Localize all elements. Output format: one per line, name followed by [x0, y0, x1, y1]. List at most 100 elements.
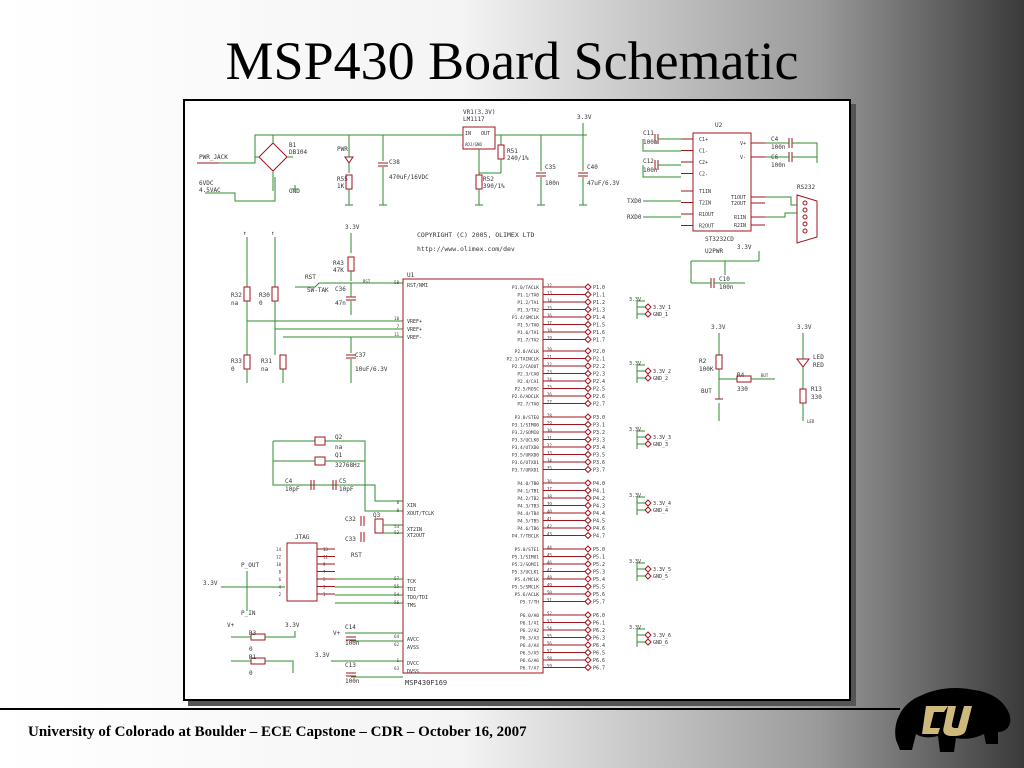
c32-label: C32	[345, 516, 356, 523]
rs232-connector	[796, 194, 818, 244]
mcu-pin-label: AVCC	[407, 637, 419, 643]
mcu-port-pin-num: 20	[547, 347, 552, 352]
net-flag	[644, 572, 652, 580]
vr1-pin-label: IN	[465, 131, 471, 137]
net-flag	[584, 450, 592, 459]
mcu-pin-num: 52	[394, 530, 399, 535]
mcu-pin-label: XOUT/TCLK	[407, 511, 434, 517]
led-diode	[796, 358, 810, 368]
but-label: BUT	[701, 388, 712, 395]
mcu-pin-num: 53	[394, 524, 399, 529]
mcu-port-pin-num: 15	[547, 306, 552, 311]
vr1-pin-label: OUT	[481, 131, 490, 137]
bridge-rectifier	[258, 142, 288, 172]
jtag-label: JTAG	[295, 534, 310, 541]
mcu-port-pin-label: P2.3/CA0	[517, 372, 539, 378]
mcu-part-label: MSP430F169	[405, 679, 447, 687]
port-net-label: P2.0	[593, 349, 605, 355]
net-flag	[644, 367, 652, 375]
wire	[295, 282, 351, 288]
mcu-port-pin-num: 37	[547, 487, 552, 492]
wire	[265, 631, 296, 638]
mcu-port-pin-label: P6.2/A2	[520, 628, 539, 634]
u2-pin-label: T2OUT	[731, 201, 746, 207]
but-net-label: BUT	[761, 373, 769, 378]
q3-crystal	[374, 518, 384, 534]
mcu-port-pin-num: 17	[547, 321, 552, 326]
net-flag	[584, 313, 592, 321]
c11-value: 100n	[643, 139, 658, 146]
vcc-label-3: 3.3V	[315, 652, 330, 659]
jtag-pin-num: 10	[276, 562, 281, 567]
r55-label: R55	[337, 176, 348, 183]
c10-label: C10	[719, 276, 730, 283]
port-net-label: P6.2	[593, 628, 605, 634]
url-text: http://www.olimex.com/dev	[417, 245, 515, 253]
net-flag	[644, 310, 652, 318]
mcu-port-pin-label: P2.7/TA0	[517, 402, 539, 408]
jtag-vcc-label: 3.3V	[203, 580, 218, 587]
mcu-port-pin-num: 43	[547, 532, 552, 537]
wire	[642, 139, 681, 152]
q2-crystal	[314, 436, 326, 446]
port-hdr-vcc: 3.3V	[629, 361, 641, 367]
mcu-port-pin-label: P2.5/ROSC	[515, 387, 540, 393]
c37-value: 10uF/6.3V	[355, 366, 388, 373]
port-net-label: P2.1	[593, 357, 605, 363]
mcu-port-pin-label: P1.5/TA0	[517, 323, 539, 329]
net-flag	[584, 362, 592, 370]
rs232-pin	[802, 221, 808, 227]
mcu-port-pin-label: P2.1/TAINCLK	[506, 357, 539, 363]
pwr-led	[344, 156, 354, 164]
c12-label: C12	[643, 158, 654, 165]
net-flag	[584, 458, 592, 466]
c10-value: 100n	[719, 284, 734, 291]
port-net-label: P2.5	[593, 387, 605, 393]
r52-resistor	[475, 174, 483, 190]
port-net-label: P4.5	[593, 519, 605, 525]
footer-divider	[0, 708, 900, 710]
mcu-pin-num: 9	[397, 508, 400, 513]
mcu-port-pin-label: P2.4/CA1	[517, 379, 539, 385]
c6-value: 100n	[771, 162, 786, 169]
c4x-value: 10pF	[285, 486, 300, 493]
mcu-port-pin-num: 55	[547, 634, 552, 639]
u2-pin-label: V+	[740, 141, 746, 147]
c40-label: C40	[587, 164, 598, 171]
r13-resistor	[799, 388, 807, 404]
net-flag	[584, 377, 592, 385]
port-hdr-label: 3.3V_5	[653, 567, 671, 573]
mcu-pin-num: 7	[397, 324, 400, 329]
c13-value: 100n	[345, 678, 360, 685]
port-hdr-label: GND_4	[653, 508, 668, 514]
mcu-port-pin-label: P2.0/ACLK	[515, 349, 540, 355]
gnd-label: GND	[289, 188, 300, 195]
net-flag	[584, 298, 592, 306]
net-flag	[584, 320, 592, 329]
net-flag	[584, 335, 592, 344]
c5x-label: C5	[339, 478, 347, 485]
rs232-pin	[802, 207, 808, 213]
u2pwr-vcc: 3.3V	[737, 244, 752, 251]
port-hdr-vcc: 3.3V	[629, 493, 641, 499]
mcu-pin-num: 58	[394, 280, 399, 285]
port-net-label: P6.1	[593, 621, 605, 627]
p-in-label: P_IN	[241, 610, 256, 617]
mcu-port-pin-label: P5.2/SOMI1	[512, 562, 539, 568]
port-net-label: P6.5	[593, 651, 605, 657]
q2-value: na	[335, 444, 343, 451]
r43-value: 47K	[333, 267, 344, 274]
r30-label: R30	[259, 292, 270, 299]
net-flag	[584, 384, 592, 393]
bridge-ref-label: B1	[289, 142, 297, 149]
footer-text: University of Colorado at Boulder – ECE …	[28, 724, 527, 740]
mcu-port-pin-num: 24	[547, 377, 552, 382]
net-flag	[584, 567, 592, 576]
vplus-arrow: ↑	[243, 230, 247, 237]
u2-ref-label: U2	[715, 122, 723, 129]
net-flag	[584, 531, 592, 540]
u2-pin-label: R1IN	[734, 215, 746, 221]
mcu-port-pin-num: 21	[547, 355, 552, 360]
mcu-port-pin-num: 31	[547, 436, 552, 441]
net-flag	[584, 479, 592, 487]
